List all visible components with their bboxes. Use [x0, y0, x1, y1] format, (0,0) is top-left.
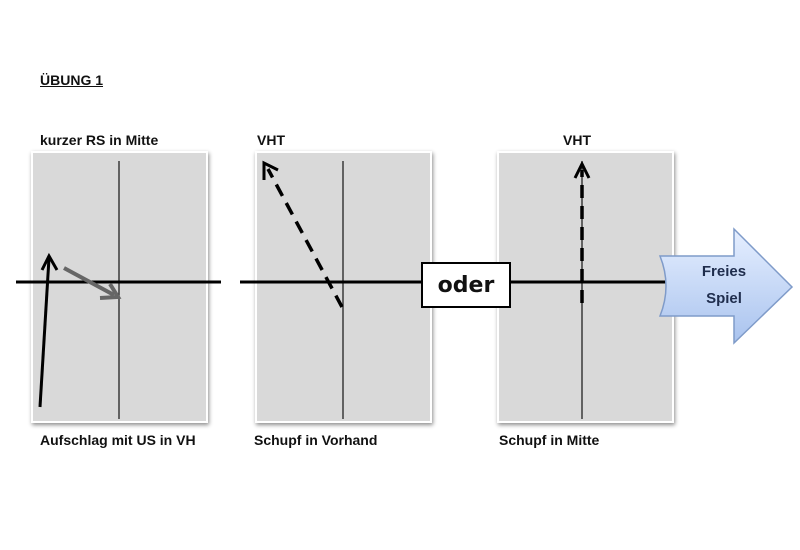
free-play-arrow: [658, 227, 794, 345]
panel-2-bottom-label: Schupf in Vorhand: [254, 432, 378, 448]
free-play-label: Freies Spiel: [672, 258, 776, 312]
serve-arrow: [38, 252, 59, 408]
panel-3-top-label: VHT: [563, 132, 591, 148]
panel-2-top-label: VHT: [257, 132, 285, 148]
oder-connector: oder: [421, 262, 511, 308]
exercise-title: ÜBUNG 1: [40, 72, 104, 88]
topspin-arrow-diagonal: [262, 160, 344, 308]
return-arrow: [63, 266, 122, 300]
panel-1-bottom-label: Aufschlag mit US in VH: [40, 432, 196, 448]
panel-3-bottom-label: Schupf in Mitte: [499, 432, 600, 448]
free-play-line-1: Freies: [701, 263, 747, 280]
free-play-line-2: Spiel: [706, 290, 742, 307]
panel-1-top-label: kurzer RS in Mitte: [40, 132, 159, 148]
topspin-arrow-vertical: [573, 160, 591, 303]
